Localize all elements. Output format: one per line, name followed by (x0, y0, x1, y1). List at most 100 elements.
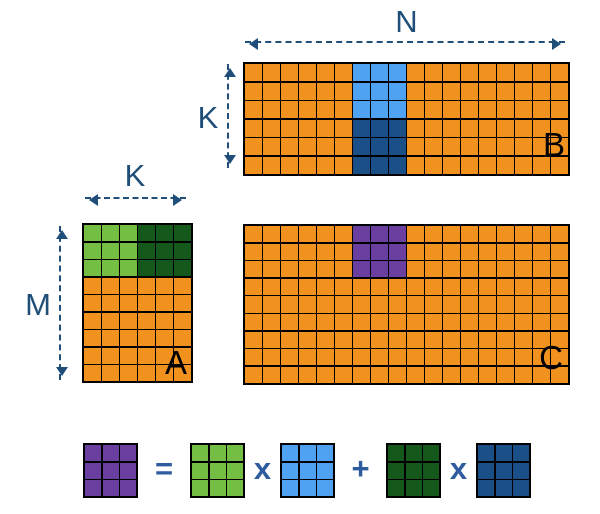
matrix-cell (317, 82, 334, 100)
eq-cell (85, 462, 101, 479)
eq-cell (282, 480, 298, 496)
matrix-cell (407, 278, 424, 295)
matrix-cell (263, 349, 280, 366)
matrix-cell (317, 261, 334, 278)
matrix-cell (425, 349, 442, 366)
eq-cell (423, 480, 439, 496)
eq-cell (317, 445, 333, 461)
matrix-cell (335, 119, 352, 137)
matrix-cell (515, 64, 532, 82)
matrix-cell (281, 64, 298, 82)
eq-cell (120, 445, 136, 461)
eq-cell (192, 480, 208, 496)
dim-label-n: N (395, 4, 418, 39)
matrix-cell (317, 226, 334, 243)
matrix-cell (263, 261, 280, 278)
eq-cell (102, 445, 119, 461)
matrix-cell (515, 243, 532, 260)
matrix-cell (138, 295, 155, 311)
matrix-cell (443, 331, 460, 348)
matrix-cell (533, 138, 550, 156)
matrix-cell (515, 119, 532, 137)
eq-cell (317, 462, 333, 479)
matrix-cell (299, 261, 316, 278)
matrix-cell (245, 156, 262, 174)
eq-cell (120, 480, 136, 496)
matrix-cell (263, 64, 280, 82)
eq-cell (495, 462, 512, 479)
matrix-cell (299, 349, 316, 366)
matrix-cell (299, 138, 316, 156)
matrix-cell (120, 260, 137, 276)
eq-cell (423, 445, 439, 461)
matrix-cell (317, 349, 334, 366)
eq-cell (388, 480, 404, 496)
matrix-cell (461, 278, 478, 295)
matrix-cell (533, 261, 550, 278)
matrix-cell (443, 82, 460, 100)
matrix-cell (371, 366, 388, 383)
matrix-cell (389, 82, 406, 100)
matrix-cell (461, 296, 478, 313)
matrix-cell (515, 366, 532, 383)
matrix-cell (497, 278, 514, 295)
eq-cell (478, 480, 494, 496)
matrix-cell (317, 119, 334, 137)
matrix-cell (551, 82, 568, 100)
matrix-cell (425, 261, 442, 278)
matrix-cell (263, 101, 280, 119)
matrix-cell (138, 225, 155, 241)
matrix-cell (425, 314, 442, 331)
matrix-cell (443, 296, 460, 313)
matrix-cell (515, 101, 532, 119)
matrix-cell (479, 296, 496, 313)
matrix-cell (353, 261, 370, 278)
matrix-cell (461, 261, 478, 278)
matrix-cell (335, 243, 352, 260)
b-tile-2 (476, 443, 531, 498)
matrix-cell (102, 295, 119, 311)
matrix-cell (353, 366, 370, 383)
matrix-cell (156, 330, 173, 346)
matrix-cell (335, 314, 352, 331)
matrix-cell (425, 278, 442, 295)
matrix-cell (84, 365, 101, 381)
matrix-cell (497, 138, 514, 156)
matrix-cell (443, 119, 460, 137)
matrix-cell (515, 331, 532, 348)
matrix-cell (299, 296, 316, 313)
matrix-a: A (82, 223, 193, 383)
matrix-cell (533, 82, 550, 100)
matrix-c: C (243, 224, 570, 385)
matrix-cell (497, 119, 514, 137)
matrix-cell (317, 243, 334, 260)
matrix-cell (425, 138, 442, 156)
matrix-cell (533, 278, 550, 295)
eq-cell (405, 462, 422, 479)
eq-cell (423, 462, 439, 479)
operator-equals: = (154, 450, 174, 486)
matrix-cell (533, 349, 550, 366)
matrix-cell (299, 243, 316, 260)
matrix-cell (353, 243, 370, 260)
matrix-cell (156, 260, 173, 276)
eq-cell (299, 445, 316, 461)
matrix-cell (407, 331, 424, 348)
matrix-cell (461, 366, 478, 383)
matrix-cell (551, 156, 568, 174)
matrix-cell (84, 277, 101, 294)
matrix-cell (461, 226, 478, 243)
matrix-cell (479, 138, 496, 156)
matrix-cell (281, 138, 298, 156)
matrix-cell (120, 242, 137, 259)
matrix-cell (371, 156, 388, 174)
matrix-cell (281, 296, 298, 313)
matrix-cell (515, 349, 532, 366)
matrix-cell (335, 261, 352, 278)
eq-cell (317, 480, 333, 496)
operator-multiply-2: x (449, 450, 468, 486)
matrix-cell (371, 119, 388, 137)
matrix-a-grid (82, 223, 193, 383)
matrix-cell (245, 366, 262, 383)
matrix-cell (120, 312, 137, 329)
